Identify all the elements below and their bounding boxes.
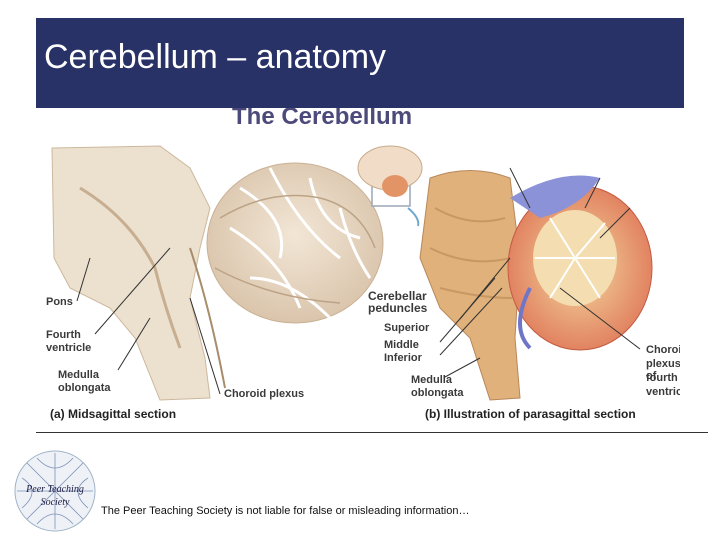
inset-brain xyxy=(357,145,423,227)
label-fourth-ventricle-1: Fourth xyxy=(46,329,81,341)
caption-b: (b) Illustration of parasagittal section xyxy=(425,408,636,420)
label-choroid-plexus: Choroid plexus xyxy=(224,388,305,400)
label-choroid-4: ventricle xyxy=(646,386,680,398)
caption-a-text: Midsagittal section xyxy=(68,407,177,421)
parasagittal-illustration xyxy=(419,170,653,401)
label-superior: Superior xyxy=(384,322,430,334)
label-choroid-2: plexus of xyxy=(646,358,680,382)
logo-text-1: Peer Teaching xyxy=(25,484,84,495)
caption-a-letter: (a) xyxy=(50,407,65,421)
label-middle: Middle xyxy=(384,339,419,351)
label-cerebellar-peduncles-1: Cerebellar xyxy=(368,289,427,303)
label-medulla-right-2: oblongata xyxy=(411,387,464,399)
caption-b-text: Illustration of parasagittal section xyxy=(443,407,636,421)
midsagittal-specimen xyxy=(51,145,384,401)
caption-b-letter: (b) xyxy=(425,407,441,421)
label-medulla-right-1: Medulla xyxy=(411,374,452,386)
label-medulla-1: Medulla xyxy=(58,369,99,381)
label-inferior: Inferior xyxy=(384,352,422,364)
label-choroid-3: fourth xyxy=(646,372,678,384)
cerebellum-figure: The Cerebellum xyxy=(40,108,680,428)
disclaimer-footer: The Peer Teaching Society is not liable … xyxy=(101,505,470,517)
label-fourth-ventricle-2: ventricle xyxy=(46,342,92,354)
divider xyxy=(36,432,708,433)
title-bar: Cerebellum – anatomy xyxy=(36,18,684,108)
peer-teaching-society-logo: Peer Teaching Society xyxy=(14,450,96,532)
anatomy-illustration: The Cerebellum xyxy=(51,108,653,401)
figure-header: The Cerebellum xyxy=(232,108,412,130)
slide-title: Cerebellum – anatomy xyxy=(44,38,387,76)
caption-a: (a) Midsagittal section xyxy=(50,408,176,420)
label-choroid-1: Choroid xyxy=(646,344,680,356)
logo-text-2: Society xyxy=(41,497,70,508)
label-cerebellar-peduncles-2: peduncles xyxy=(368,301,428,315)
label-pons: Pons xyxy=(46,296,73,308)
leader-lines xyxy=(76,167,641,395)
label-medulla-2: oblongata xyxy=(58,382,111,394)
